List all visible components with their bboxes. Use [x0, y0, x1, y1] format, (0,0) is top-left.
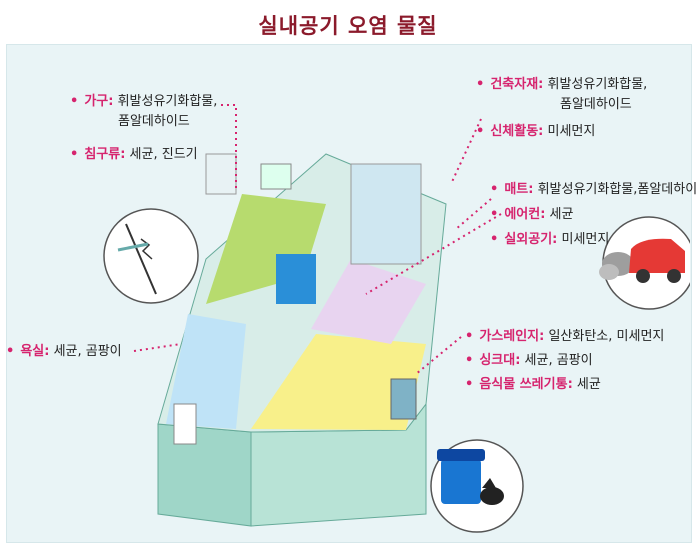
inset-car-exhaust: [599, 216, 690, 310]
label-aircon: •에어컨: 세균: [490, 207, 574, 222]
label-body-activity: •신체활동: 미세먼지: [476, 124, 596, 139]
label-gas-range: •가스레인지: 일산화탄소, 미세먼지: [465, 329, 665, 344]
house-base: [157, 153, 447, 527]
label-outdoor-air: •실외공기: 미세먼지: [490, 232, 610, 247]
house-illustration: [103, 104, 690, 533]
pointer-lines: [133, 104, 502, 375]
page-title: 실내공기 오염 물질: [258, 14, 438, 38]
label-food-trash: •음식물 쓰레기통: 세균: [465, 377, 601, 392]
label-building: •건축자재: 휘발성유기화합물, 폼알데하이드: [476, 77, 648, 112]
bullet: •: [70, 94, 79, 109]
label-bathroom: •욕실: 세균, 곰팡이: [6, 344, 122, 359]
label-sink: •싱크대: 세균, 곰팡이: [465, 353, 593, 368]
label-mat: •매트: 휘발성유기화합물,폼알데하이드: [490, 182, 696, 197]
inset-trash-bin: [430, 439, 524, 533]
inset-wall-crack: [103, 208, 199, 304]
label-bedding: •침구류: 세균, 진드기: [70, 147, 198, 162]
label-furniture: •가구: 휘발성유기화합물, 폼알데하이드: [70, 94, 218, 129]
